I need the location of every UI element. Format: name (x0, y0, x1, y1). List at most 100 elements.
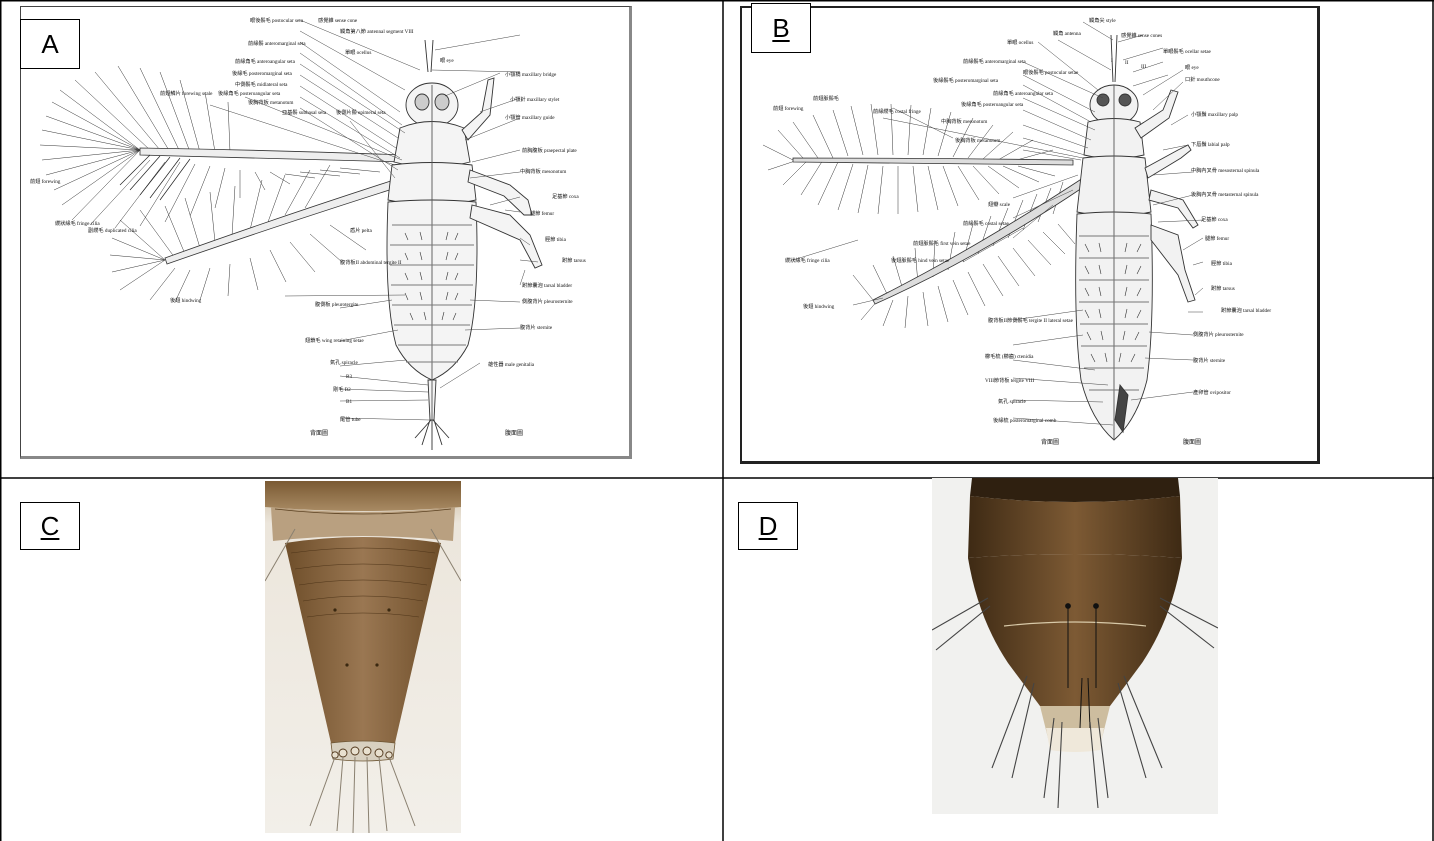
hindwing-shape-b (873, 178, 1085, 304)
label-b2-a: 剛毛 B2 (333, 385, 351, 393)
thrips-dorsal-ventral-diagram-b: 觸角尖 style 觸角 antenna 感覺錐 sense cones 單眼 … (723, 0, 1434, 478)
label-eye-b: 眼 eye (1185, 64, 1199, 71)
label-sternite-b: 腹背片 sternite (1193, 356, 1226, 364)
label-anteroangular-seta-a: 前緣角毛 anteroangular seta (235, 57, 296, 65)
label-mesonotum-a: 中胸背板 mesonotum (520, 167, 566, 175)
label-wing-retaining-setae-a: 翅鎖毛 wing retaining setae (305, 336, 364, 344)
label-tibia-a: 脛節 tibia (545, 235, 567, 243)
label-pleurosternite-a: 側腹背片 pleurosternite (522, 297, 573, 305)
label-ocellar-setae-b: 單眼鬃毛 ocellar setae (1163, 47, 1212, 55)
label-pleurosternite-b: 側腹背片 pleurosternite (1193, 330, 1244, 338)
label-posteromarginal-seta-b: 後緣鬃毛 posteromarginal seta (933, 76, 999, 84)
label-forewing-clavus-b: 前翅脈鬃毛 (813, 94, 839, 102)
label-tarsal-bladder-b: 跗節囊泡 tarsal bladder (1221, 306, 1271, 314)
label-coxa-a: 足基節 coxa (552, 192, 579, 200)
label-ocellus-a: 單眼 ocellus (345, 49, 371, 56)
label-antenna-b: 觸角 antenna (1053, 29, 1081, 37)
label-dorsal-view-b: 背面圖 (1041, 438, 1059, 446)
label-epimeral-seta-a: 後側片鬃 epimeral seta (336, 108, 386, 116)
panel-a-label: A (20, 19, 80, 69)
label-dorsal-view-a: 背面圖 (310, 429, 328, 437)
label-spiracle-b: 氣孔 spiracle (998, 397, 1026, 405)
label-metanotum-a: 後胸背板 metanotum (248, 98, 293, 106)
body-b (1076, 35, 1198, 440)
forewing-shape-b (793, 158, 1073, 165)
label-midlateral-seta-a: 中側鬃毛 midlateral seta (235, 80, 288, 88)
label-ctenidia-b: 櫛毛梳 (櫛齒) ctenidia (985, 352, 1034, 360)
label-metanotum-b: 後胸背板 metanotum (955, 136, 1000, 144)
label-tarsus-a: 跗節 tarsus (562, 256, 586, 264)
duplicated-cilia-a (120, 155, 190, 200)
label-spiracle-a: 氣孔 spiracle (330, 358, 358, 366)
label-ventral-view-b: 腹面圖 (1183, 438, 1201, 446)
label-hindwing-a: 後翅 hindwing (170, 296, 202, 304)
label-sternite-a: 腹背片 sternite (520, 323, 553, 331)
label-posteroangular-seta-b: 後緣角毛 posteroangular seta (961, 100, 1024, 108)
label-fringe-cilia-a: 纓狀緣毛 fringe cilia (55, 219, 100, 227)
label-anteromarginal-seta-a: 前緣鬃 anteromarginal seta (248, 39, 306, 47)
label-b3-a: B3 (346, 374, 352, 380)
label-posteroangular-seta-a: 後緣角毛 posteroangular seta (218, 89, 281, 97)
panel-d: D (723, 478, 1434, 841)
panel-b-label: B (751, 3, 811, 53)
label-metasternal-spinula-b: 後胸內叉骨 metasternal spinula (1191, 190, 1259, 198)
label-mesosternal-spinula-b: 中胸內叉骨 mesosternal spinula (1191, 166, 1260, 174)
thrips-dorsal-ventral-diagram-a: 眼後鬃毛 postocular seta 感覺錐 sense cone 觸角第八… (0, 0, 723, 478)
label-roman-iii-b: III (1141, 64, 1146, 70)
label-roman-i-b: I (1111, 58, 1113, 64)
label-mesonotum-b: 中胸背板 mesonotum (941, 117, 987, 125)
label-postocular-seta-a: 眼後鬃毛 postocular seta (250, 16, 304, 24)
label-male-genitalia-a: 雄性器 male genitalia (488, 360, 535, 368)
label-costal-fringe-b: 前緣纓毛 costal fringe (873, 107, 922, 115)
label-tergite-viii-b: VIII節背板 tergite VIII (985, 376, 1034, 384)
label-femur-b: 腿節 femur (1205, 234, 1229, 242)
panel-d-micrograph (932, 478, 1218, 814)
label-maxillary-stylet-a: 小顎針 maxillary stylet (510, 95, 560, 103)
label-praepectal-plate-a: 前胸腹板 praepectal plate (522, 146, 577, 154)
label-maxillary-guide-a: 小顎管 maxillary guide (505, 113, 555, 121)
label-first-vein-setae-b: 前翅脈鬃毛 first vein setae (913, 239, 971, 247)
panel-a: A (0, 0, 723, 478)
label-hind-vein-setae-b: 後翅脈鬃毛 hind vein setae (891, 256, 950, 264)
panel-c: C (0, 478, 723, 841)
label-scale-b: 翅瓣 scale (988, 200, 1011, 208)
label-b1-a: B1 (346, 399, 352, 405)
label-labial-palp-b: 下唇鬚 labial palp (1191, 140, 1230, 148)
label-fringe-cilia-b: 纓狀緣毛 fringe cilia (785, 256, 830, 264)
label-sense-cones-b: 感覺錐 sense cones (1121, 31, 1162, 39)
label-anteroangular-seta-b: 前緣角毛 anteroangular seta (993, 89, 1054, 97)
label-anteromarginal-seta-b: 前緣鬃毛 anteromarginal seta (963, 57, 1026, 65)
label-tube-a: 尾管 tube (340, 415, 361, 423)
hindwing-shape-a (165, 178, 402, 264)
label-femur-a: 腿節 femur (530, 209, 554, 217)
label-forewing-a: 前翅 forewing (30, 177, 61, 185)
label-postocular-setae-b: 眼後鬃毛 postocular setae (1023, 68, 1079, 76)
panel-d-label: D (738, 502, 798, 550)
forewing-shape-a (140, 148, 405, 162)
label-tibia-b: 脛節 tibia (1211, 259, 1233, 267)
label-antennal-segment-viii-a: 觸角第八節 antennal segment VIII (340, 27, 414, 35)
label-forewing-scale-a: 前翅鱗片 forewing scale (160, 89, 213, 97)
label-hindwing-b: 後翅 hindwing (803, 302, 835, 310)
label-tarsal-bladder-a: 跗節囊泡 tarsal bladder (522, 281, 572, 289)
label-maxillary-palp-b: 小顎鬚 maxillary palp (1191, 110, 1238, 118)
label-posteromarginal-comb-b: 後緣梳 posteromarginal comb (993, 416, 1057, 424)
label-duplicated-cilia-a: 副纓毛 duplicated cilia (88, 226, 137, 234)
label-eye-a: 眼 eye (440, 57, 454, 64)
label-pleurotergite-a: 腹側板 pleurotergite (315, 300, 359, 308)
label-sense-cone-a: 感覺錐 sense cone (318, 16, 358, 24)
label-abdominal-tergite-ii-a: 腹背板II abdominal tergite II (340, 258, 402, 266)
label-mouthcone-b: 口針 mouthcone (1185, 75, 1220, 83)
label-forewing-b: 前翅 forewing (773, 104, 804, 112)
label-pelta-a: 盾片 pelta (350, 226, 372, 234)
label-tarsus-b: 跗節 tarsus (1211, 284, 1235, 292)
label-costal-setae-b: 前緣鬃毛 costal setae (963, 219, 1010, 227)
label-coxa-b: 足基節 coxa (1201, 215, 1228, 223)
label-style-b: 觸角尖 style (1089, 16, 1116, 24)
label-posteromarginal-seta-a: 後緣毛 posteromarginal seta (232, 69, 293, 77)
label-maxillary-bridge-a: 小顎橋 maxillary bridge (505, 70, 557, 78)
label-roman-ii-b: II (1125, 60, 1129, 66)
label-subbasal-seta-a: 亞基鬃 subbasal seta (282, 108, 327, 116)
panel-b: B (723, 0, 1434, 478)
panel-c-micrograph (265, 481, 461, 833)
